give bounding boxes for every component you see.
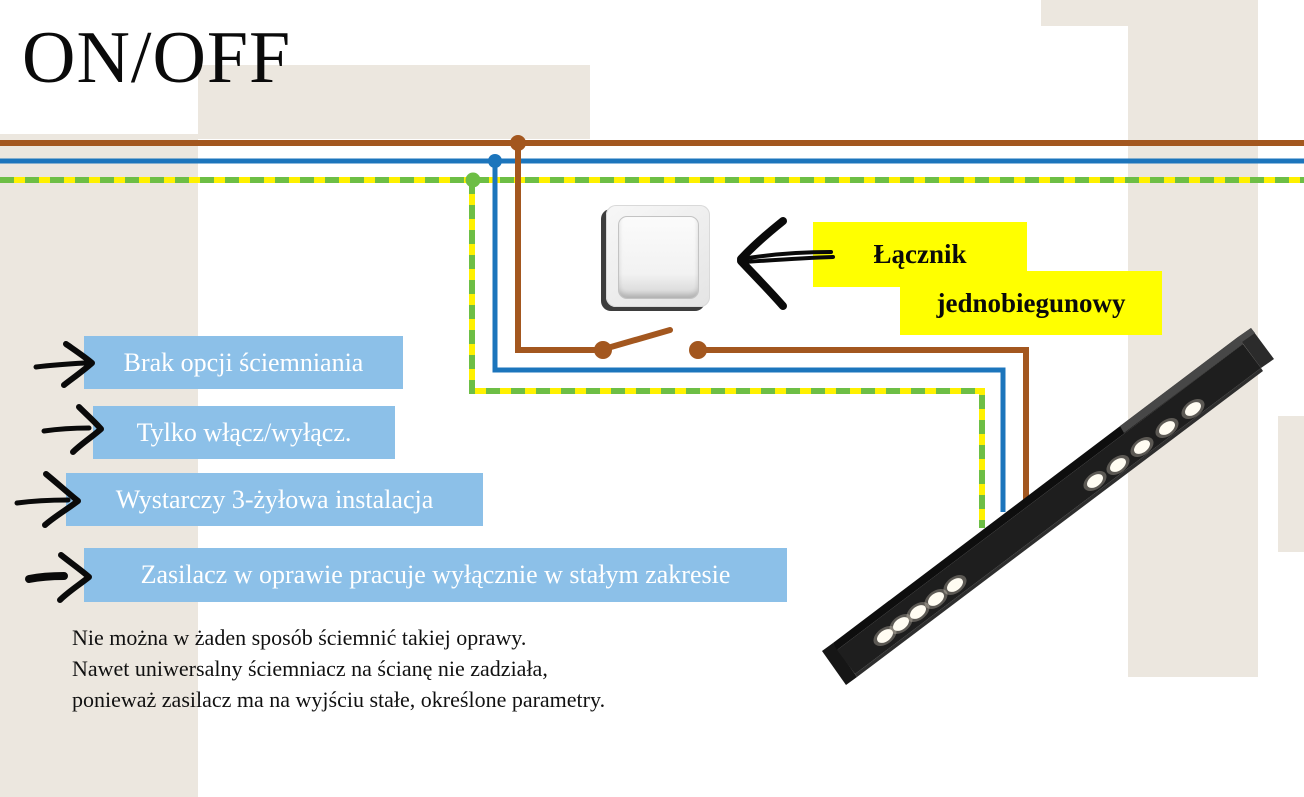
rocker-switch-icon: [606, 205, 710, 307]
callout-highlight-line2: jednobiegunowy: [900, 271, 1162, 335]
footnote-line: Nawet uniwersalny ściemniacz na ścianę n…: [72, 656, 548, 681]
footnote-line: ponieważ zasilacz ma na wyjściu stałe, o…: [72, 687, 606, 712]
rocker-switch-button: [618, 216, 699, 299]
background-block-far-right: [1278, 416, 1304, 552]
background-block-top-center: [198, 65, 590, 139]
bullet-label: Wystarczy 3-żyłowa instalacja: [115, 484, 434, 514]
bullet-bar-3-wire-install: Wystarczy 3-żyłowa instalacja: [66, 473, 483, 526]
bullet-bar-fixed-range-driver: Zasilacz w oprawie pracuje wyłącznie w s…: [84, 548, 787, 602]
background-block-left: [0, 134, 198, 797]
wire-neutral-branch: [492, 161, 1006, 512]
footnote-line: Nie można w żaden sposób ściemnić takiej…: [72, 625, 527, 650]
callout-text-line1: Łącznik: [873, 239, 967, 269]
bullet-bar-no-dimming: Brak opcji ściemniania: [84, 336, 403, 389]
callout-text-line2: jednobiegunowy: [936, 287, 1126, 318]
bullet-label: Brak opcji ściemniania: [123, 347, 364, 377]
footnote-paragraph: Nie można w żaden sposób ściemnić takiej…: [72, 622, 605, 715]
background-block-right-column: [1128, 26, 1258, 677]
bullet-label: Tylko włącz/wyłącz.: [136, 417, 352, 447]
background-block-top-right: [1041, 0, 1258, 26]
wire-junction-dots: [465, 135, 526, 188]
page-title: ON/OFF: [22, 17, 292, 99]
bullet-bar-on-off-only: Tylko włącz/wyłącz.: [93, 406, 395, 459]
switch-contact-symbol: [594, 327, 707, 359]
bullet-label: Zasilacz w oprawie pracuje wyłącznie w s…: [140, 560, 731, 589]
